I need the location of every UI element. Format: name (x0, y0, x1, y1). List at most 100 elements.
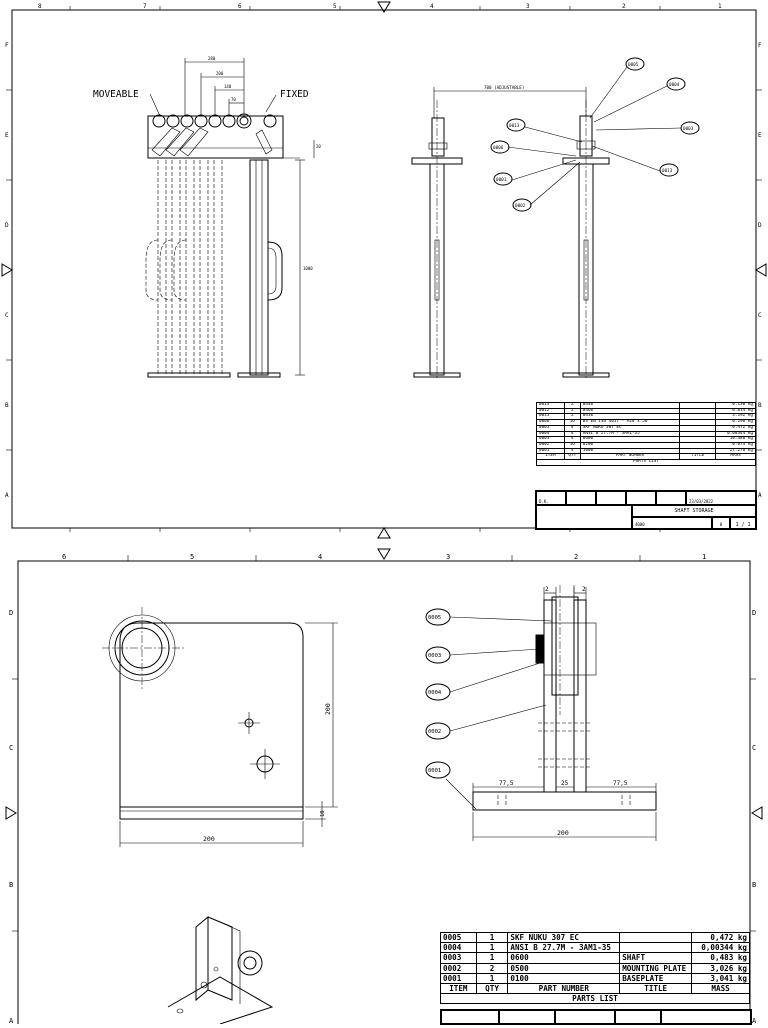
svg-text:0003: 0003 (428, 653, 441, 659)
svg-text:0005: 0005 (428, 615, 441, 621)
dim-center-gap: 25 (561, 780, 569, 787)
svg-text:0001: 0001 (428, 768, 441, 774)
border-number: 1 (718, 3, 722, 10)
dim-1000: 1000 (303, 266, 313, 271)
border-letter: D (758, 222, 762, 229)
svg-text:0004: 0004 (669, 82, 680, 88)
svg-text:0004: 0004 (428, 690, 442, 696)
border-letter: B (9, 881, 13, 889)
border-letter: B (5, 402, 9, 409)
plate-front-view: 200 200 10 (102, 607, 338, 847)
svg-text:0013: 0013 (662, 168, 673, 174)
balloon: 0013 (506, 118, 526, 132)
drawing-title: SHAFT STORAGE (674, 508, 714, 514)
adjustable-dim: 700 (ADJUSTABLE) (484, 85, 524, 90)
border-letter: A (752, 1017, 757, 1024)
border-letter: B (758, 402, 762, 409)
table-caption: PARTS LIST (536, 459, 756, 466)
sheet-1-drawing: 8 7 6 5 4 3 2 1 F E D C B A F E D C B A (1, 1, 767, 539)
date: 23/03/2022 (689, 499, 714, 504)
balloon: 0001 (425, 761, 451, 779)
sheet-2-frame (17, 560, 751, 1028)
border-letter: D (5, 222, 9, 229)
balloon: 0002 (425, 722, 451, 740)
border-number: 8 (38, 3, 42, 10)
designer: D.K. (539, 499, 549, 504)
balloon: 0004 (666, 77, 686, 91)
border-number: 5 (190, 553, 194, 561)
center-mark-top (377, 548, 391, 560)
drawing-number: 4000 (635, 522, 645, 527)
svg-text:0003: 0003 (683, 126, 694, 132)
border-letter: A (5, 492, 9, 499)
svg-text:0002: 0002 (515, 203, 526, 209)
dim-base-width: 200 (557, 829, 569, 837)
svg-text:0013: 0013 (509, 123, 520, 129)
balloon: 0006 (490, 140, 510, 154)
center-mark-top (377, 1, 391, 13)
title-block-sheet-1: D.K. 23/03/2022 SHAFT STORAGE 4000 0 1 /… (535, 490, 757, 530)
table-caption: PARTS LIST (440, 993, 750, 1005)
border-number: 2 (574, 553, 578, 561)
balloons-sheet-2: 0005 0003 0004 0002 0001 (425, 608, 553, 810)
border-letter: C (752, 744, 756, 752)
balloon: 0003 (680, 121, 700, 135)
dim-70: 70 (231, 97, 236, 102)
border-letter: D (9, 609, 13, 617)
drawing-sheet-1: 8 7 6 5 4 3 2 1 F E D C B A F E D C B A (0, 0, 768, 540)
dim-top-left: 2 (545, 586, 549, 593)
moveable-label: MOVEABLE (93, 89, 139, 100)
dim-280: 280 (208, 56, 216, 61)
dim-left-flange: 77,5 (499, 780, 514, 787)
border-number: 3 (446, 553, 450, 561)
border-number: 2 (622, 3, 626, 10)
border-letter: C (5, 312, 9, 319)
balloon: 0005 (425, 608, 451, 626)
dim-140: 140 (224, 84, 232, 89)
border-letter: F (758, 42, 762, 49)
border-number: 7 (143, 3, 147, 10)
border-letter: E (758, 132, 762, 139)
sheet-number: 1 / 1 (735, 522, 751, 528)
border-letter: F (5, 42, 9, 49)
border-number: 3 (526, 3, 530, 10)
dim-200: 200 (216, 71, 224, 76)
center-mark-right (755, 263, 767, 277)
border-number: 5 (333, 3, 337, 10)
dim-width: 200 (203, 835, 215, 843)
border-letter: A (758, 492, 762, 499)
side-view-left (411, 100, 463, 380)
front-view: 280 200 140 70 1000 20 MOVEABLE FIXED (93, 56, 321, 378)
balloon: 0005 (625, 57, 645, 71)
fixed-label: FIXED (280, 89, 309, 100)
border-letter: D (752, 609, 756, 617)
center-mark-left (5, 806, 17, 820)
dim-top-right: 2 (582, 586, 586, 593)
edition: 0 (719, 522, 723, 527)
svg-text:0001: 0001 (496, 177, 507, 183)
balloon: 0004 (425, 683, 451, 701)
border-letter: B (752, 881, 756, 889)
dim-height: 200 (324, 703, 332, 715)
dim-thickness: 10 (320, 810, 326, 817)
center-mark-left (1, 263, 13, 277)
center-mark-bottom (377, 527, 391, 539)
sheet-2-drawing: 6 5 4 3 2 1 D C B A D C B A 2 (5, 548, 763, 1028)
isometric-view (167, 915, 274, 1025)
border-number: 4 (430, 3, 434, 10)
side-view-right (562, 100, 610, 380)
border-number: 6 (238, 3, 242, 10)
drawing-sheet-2: 6 5 4 3 2 1 D C B A D C B A 2 (0, 545, 768, 1028)
center-mark-right (751, 806, 763, 820)
border-letter: C (9, 744, 13, 752)
balloon: 0001 (493, 172, 513, 186)
mounting-side-view: 2 2 77,5 25 77,5 200 (472, 585, 657, 841)
